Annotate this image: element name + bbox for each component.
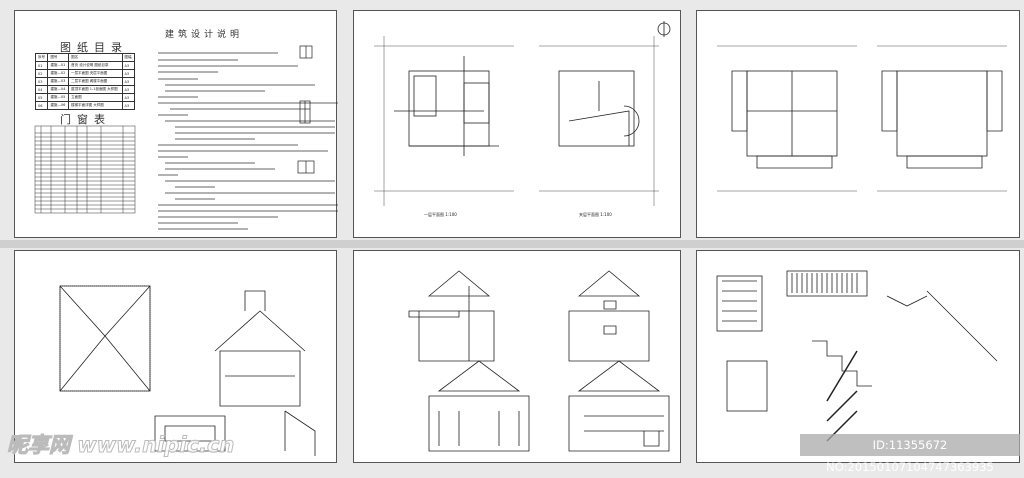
floor-plan-drawing: 一层平面图 1:100 夹层平面图 1:100	[374, 21, 671, 217]
door-window-table-lines	[34, 45, 338, 230]
notes-title: 建筑设计说明	[165, 30, 244, 40]
sheet-floor-plans-1: 一层平面图 1:100 夹层平面图 1:100	[353, 10, 681, 238]
roof-section-drawing	[59, 285, 316, 456]
cell: 06	[34, 101, 49, 110]
cell: A3	[121, 101, 136, 110]
svg-text:夹层平面图 1:100: 夹层平面图 1:100	[579, 211, 612, 217]
index-title: 图纸目录	[60, 41, 128, 54]
door-window-title: 门窗表	[60, 113, 111, 126]
watermark-site: 昵享网 www.nipic.cn	[6, 433, 235, 458]
sheet-elevations	[353, 250, 681, 463]
sheet-stair-details	[696, 250, 1020, 463]
elevations-drawing	[408, 270, 670, 452]
sheet-roof-section: 昵享网 www.nipic.cn	[6, 250, 337, 463]
row-separator	[0, 240, 1024, 248]
watermark-id: ID:11355672 NO:20150107104747363935	[800, 434, 1020, 474]
stair-detail-drawing	[716, 270, 998, 442]
upper-plan-drawing	[717, 45, 1007, 192]
svg-text:一层平面图 1:100: 一层平面图 1:100	[424, 211, 457, 217]
sheet-floor-plans-2	[696, 10, 1020, 238]
